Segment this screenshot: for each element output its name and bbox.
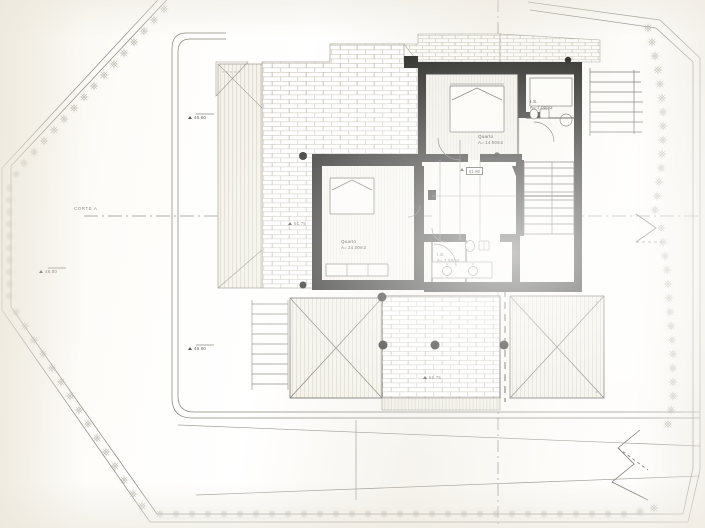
elev-value-terrace-left: 51.75 [294,221,306,226]
entry-gate-east [635,213,662,243]
elev-marker-triangle-north-left [188,116,192,119]
elev-marker-triangle-west [39,270,43,273]
room-area-is-main: A= 7.50m2 [437,258,460,263]
elev-marker-triangle-terrace-left [288,222,292,225]
bed-large [329,177,375,215]
wc-main [465,240,490,252]
elev-value-north-left: 48.80 [194,115,206,120]
section-line-label: CORTE A [74,206,98,211]
door-swing-bedroom [407,204,421,218]
elev-value-south-left: 48.80 [194,346,206,351]
exterior-stairs-west [251,300,289,390]
room-area-quarto-large: A= 24.00m2 [341,245,367,250]
door-swing-suite [437,137,461,161]
elev-marker-triangle-south-left [188,347,192,350]
roof-chamfer-northwest [215,61,249,97]
room-label-quarto-large: Quarto [341,239,357,244]
room-label-is-suite: I.S. [530,99,538,104]
room-area-is-suite: A= 7.00m2 [530,105,553,110]
boundary-jog-southeast [611,429,649,501]
room-label-is-main: I.S. [437,252,445,257]
interior-staircase [523,161,575,235]
elev-value-hall: 51.80 [466,167,483,175]
door-swing-hall [431,227,447,243]
room-area-quarto-suite: A= 14.50m2 [478,140,504,145]
elev-value-terrace-low: 51.75 [429,375,441,380]
bed-suite [449,83,505,133]
elev-marker-triangle-hall [460,168,464,171]
room-label-quarto-suite: Quarto [478,134,494,139]
door-swing-suite-bath [533,121,555,143]
stair-direction-arrow [512,166,520,186]
basins-main [431,261,493,279]
elev-marker-triangle-terrace-low [423,376,427,379]
elev-value-west: 48.00 [45,269,57,274]
wardrobe-large-bedroom [325,263,389,277]
exterior-stairs-east [589,68,643,136]
